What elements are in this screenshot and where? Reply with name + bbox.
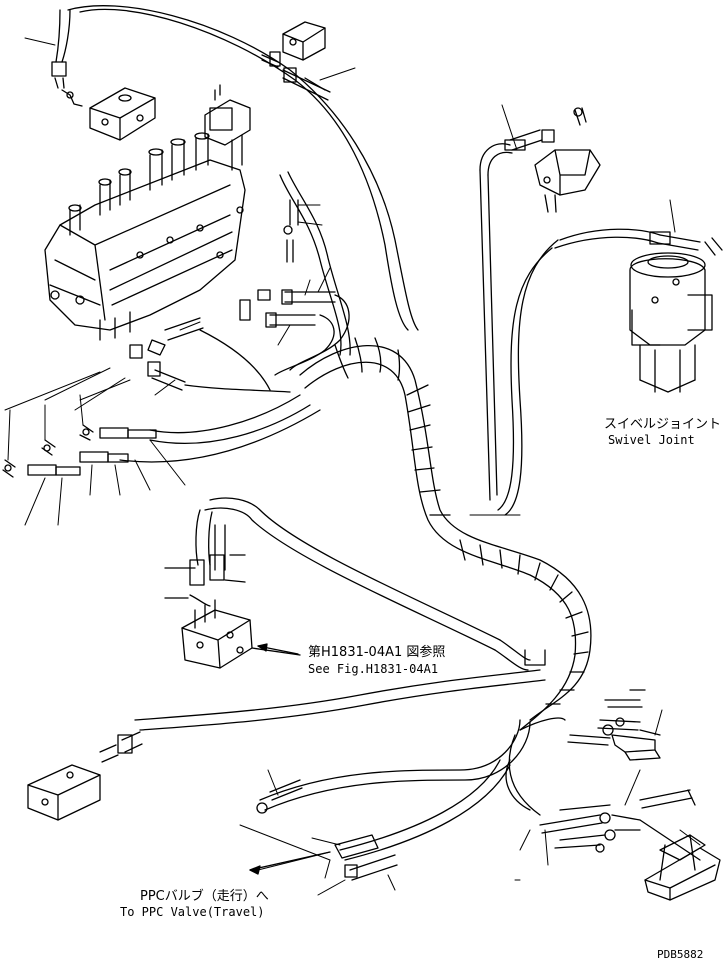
valve-hoses bbox=[119, 171, 351, 463]
upper-right-pilot-valve bbox=[479, 107, 601, 501]
callout-leaders-lower-right bbox=[519, 709, 701, 866]
drawing-code: PDB5882 bbox=[657, 948, 703, 961]
top-left-valve-block bbox=[61, 87, 156, 141]
mid-ppc-valve bbox=[164, 497, 546, 671]
ppc-valve-en-label: To PPC Valve(Travel) bbox=[120, 905, 265, 919]
ppc-arrow bbox=[249, 851, 331, 875]
top-middle-valve-block bbox=[261, 21, 331, 101]
ppc-valve-jp-label: PPCバルブ（走行）へ bbox=[140, 888, 269, 904]
swivel-joint-en-label: Swivel Joint bbox=[608, 433, 695, 447]
swivel-joint bbox=[497, 228, 723, 516]
callout-leaders-left bbox=[4, 37, 331, 526]
valve-port-fittings bbox=[129, 199, 336, 391]
lower-hoses bbox=[27, 669, 566, 881]
swivel-joint-jp-label: スイベルジョイント bbox=[604, 417, 721, 432]
main-control-valve bbox=[44, 84, 251, 341]
see-fig-jp-label: 第H1831-04A1 図参照 bbox=[308, 644, 445, 660]
lower-left-fittings bbox=[2, 424, 157, 478]
callout-leaders-bottom bbox=[239, 769, 521, 896]
see-fig-en-label: See Fig.H1831-04A1 bbox=[308, 662, 438, 676]
main-hose-bundle bbox=[299, 337, 592, 731]
callout-leaders-right bbox=[319, 67, 676, 516]
upper-left-hose bbox=[51, 5, 419, 331]
lower-right-brackets bbox=[539, 689, 721, 901]
see-fig-arrow bbox=[257, 643, 299, 655]
